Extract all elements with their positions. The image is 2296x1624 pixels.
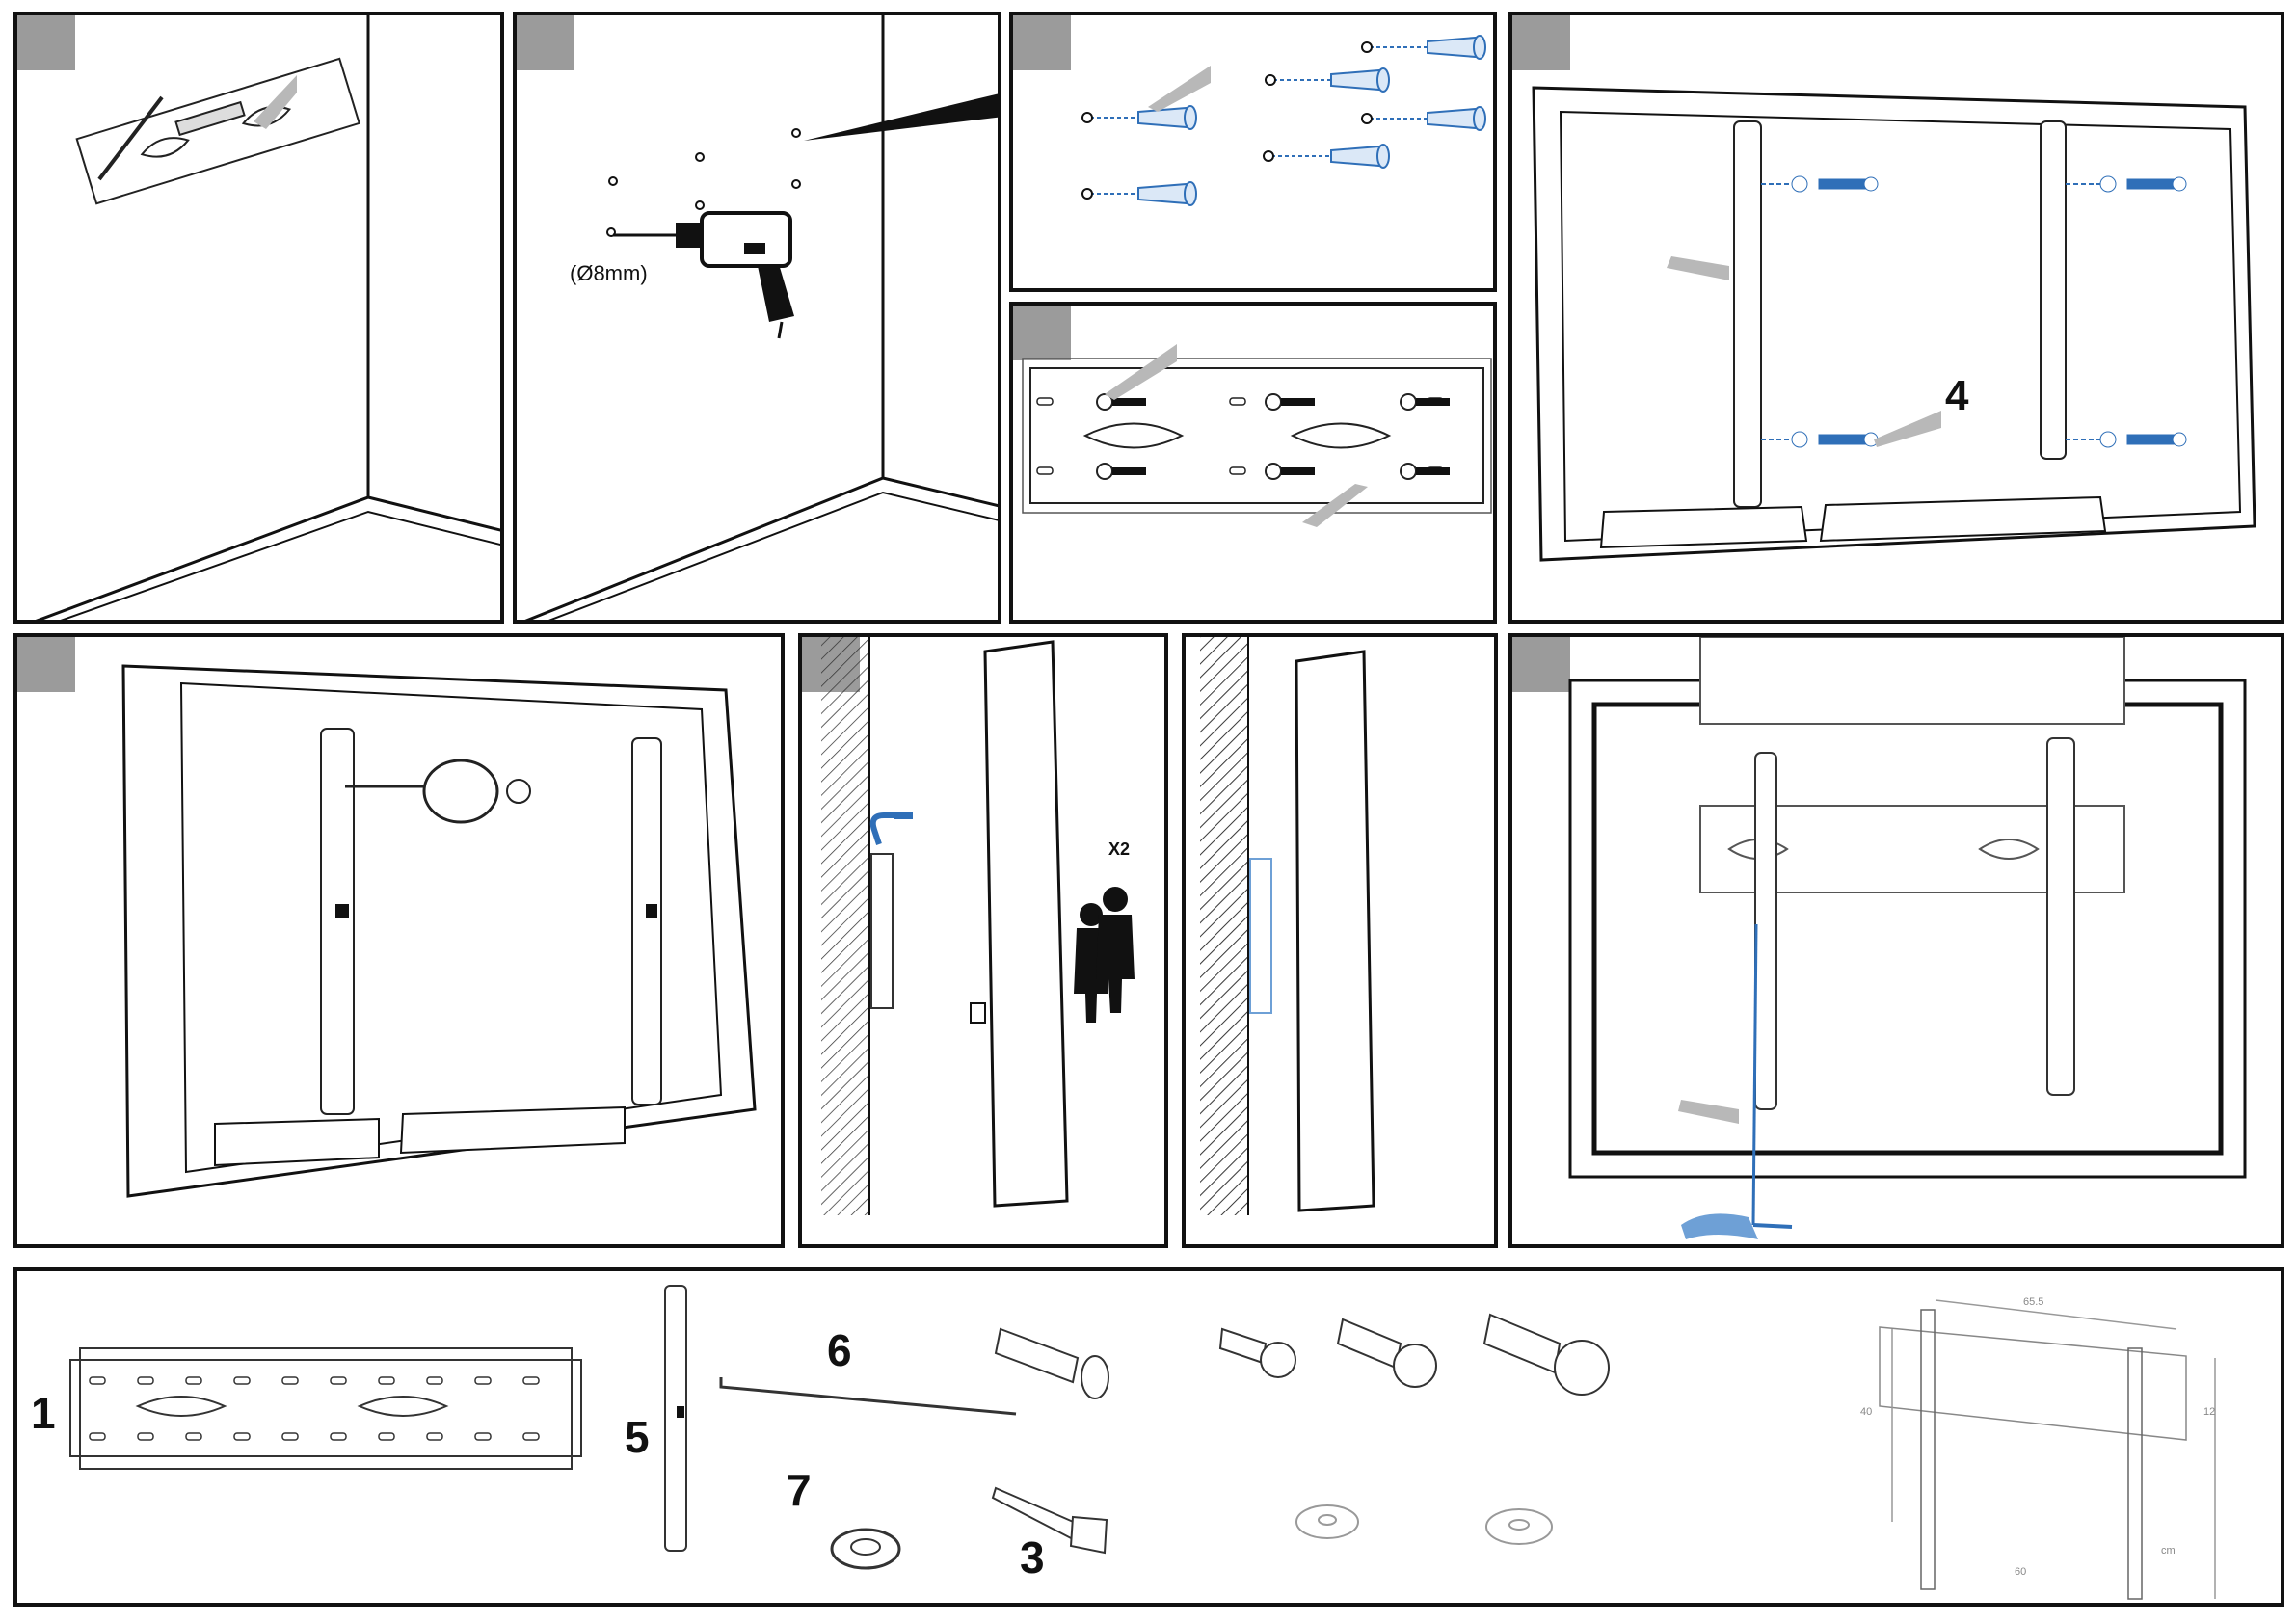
wall-plate	[1700, 637, 2124, 724]
wall-section	[821, 637, 869, 1215]
dim-height-left: 40	[1860, 1406, 1872, 1418]
part-wall-plate	[70, 1348, 581, 1469]
tv-front	[1570, 680, 2245, 1177]
wall-plate-fix-illustration	[1013, 306, 1497, 624]
two-people-icon	[1074, 887, 1135, 1023]
tv-side	[1296, 652, 1374, 1211]
panel-secure-lock	[1508, 633, 2284, 1248]
pointer-arrow	[1874, 411, 1941, 447]
part-label-1: 1	[31, 1387, 56, 1439]
screwdriver-handle-icon	[424, 760, 497, 822]
part-label-6: 6	[827, 1324, 852, 1376]
pointer-arrow	[1678, 1100, 1739, 1124]
tv-foot-left	[1601, 507, 1806, 547]
vertical-bracket-left	[1755, 753, 1776, 1109]
rotate-arrow	[1681, 1213, 1758, 1239]
hex-key-icon	[1753, 924, 1756, 1225]
panel-parts-list: 1 5 6 7 3 65.5 40 12 60 cm	[13, 1267, 2284, 1607]
dim-unit: cm	[2161, 1545, 2176, 1557]
part-wall-anchor	[996, 1329, 1108, 1398]
panel-hang-tv: X2	[798, 633, 1168, 1248]
dimension-diagram	[1880, 1300, 2215, 1604]
anchor-icons	[1138, 36, 1485, 205]
dim-width-bottom: 60	[2015, 1566, 2026, 1578]
drill-illustration	[517, 15, 1001, 624]
part-wood-screw	[993, 1488, 1107, 1553]
tv-back	[1534, 88, 2255, 560]
drill-size-label: (Ø8mm)	[570, 261, 648, 286]
panel-fix-wall-plate	[1009, 302, 1497, 624]
vertical-bracket-right	[632, 738, 661, 1105]
part-screws	[1220, 1315, 1609, 1395]
hook-arrow	[873, 815, 894, 844]
part-label-5: 5	[625, 1411, 650, 1463]
panel-mark-wall	[13, 12, 504, 624]
zoom-wedge	[804, 93, 1001, 141]
mounted-side-illustration	[1186, 637, 1498, 1248]
panel-lock-rods	[13, 633, 785, 1248]
lock-rod-illustration	[17, 637, 785, 1248]
panel-attach-brackets: 4	[1508, 12, 2284, 624]
wall-plate	[1030, 368, 1483, 503]
anchors-illustration	[1013, 15, 1497, 292]
vertical-bracket-right	[2041, 121, 2066, 459]
tv-screw-icons	[1792, 176, 2186, 447]
dim-width-top: 65.5	[2023, 1296, 2043, 1308]
wall-plate-template	[77, 59, 360, 203]
mark-wall-illustration	[17, 15, 504, 624]
part-vertical-bracket	[665, 1286, 686, 1551]
panel-tv-mounted-side	[1182, 633, 1498, 1248]
secure-lock-illustration	[1512, 637, 2284, 1248]
callout-4: 4	[1945, 372, 1968, 420]
pointer-arrow	[1148, 66, 1211, 112]
tv-bracket-illustration	[1512, 15, 2284, 624]
panel-drill-holes: (Ø8mm)	[513, 12, 1001, 624]
wall-plate-side	[871, 854, 893, 1008]
part-label-7: 7	[787, 1464, 812, 1516]
hang-tv-illustration	[802, 637, 1168, 1248]
tv-side	[985, 642, 1067, 1206]
pointer-arrow	[1667, 256, 1729, 280]
dim-depth-right: 12	[2203, 1406, 2215, 1418]
vertical-bracket-right	[2047, 738, 2074, 1095]
part-label-3: 3	[1020, 1531, 1045, 1584]
panel-wall-anchors	[1009, 12, 1497, 292]
part-small-washers	[1296, 1505, 1552, 1544]
part-hex-key	[721, 1377, 1016, 1414]
vertical-bracket-left	[1734, 121, 1761, 507]
hole-circles	[1082, 42, 1372, 199]
people-count-label: X2	[1108, 839, 1130, 860]
parts-illustration	[17, 1271, 2284, 1607]
